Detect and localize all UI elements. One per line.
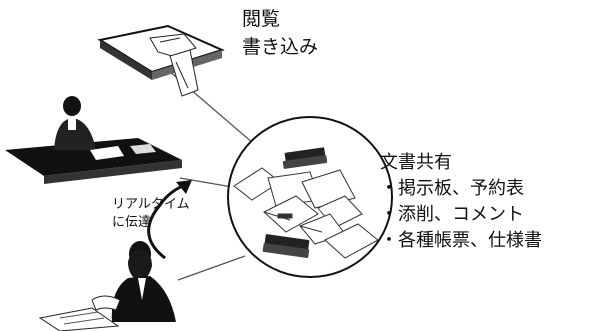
hand-icon [149, 33, 199, 97]
realtime-line-1: リアルタイム [112, 197, 190, 212]
realtime-label: リアルタイム に伝達 [112, 196, 190, 231]
woman-icon [38, 241, 176, 331]
binder-icon-top [282, 147, 328, 169]
document-sharing-item: ・掲示板、予約表 [380, 178, 524, 200]
document-sharing-label: 文書共有 ・掲示板、予約表 ・添削、コメント ・各種帳票、仕様書 [380, 150, 542, 254]
binder-icon-bottom [262, 234, 310, 259]
paper-icon-right [324, 223, 379, 259]
write-label: 書き込み [242, 35, 319, 58]
document-sharing-item: ・添削、コメント [380, 204, 524, 226]
laptop-icon [97, 24, 225, 97]
realtime-arrow [147, 180, 192, 260]
document-circle [227, 116, 393, 278]
document-sharing-item: ・各種帳票、仕様書 [380, 230, 542, 252]
meeting-icon [5, 96, 182, 184]
view-write-label: 閲覧 書き込み [242, 8, 318, 64]
document-sharing-title: 文書共有 [380, 152, 452, 173]
realtime-line-2: に伝達 [112, 214, 152, 230]
view-label: 閲覧 [242, 8, 281, 30]
connector-woman [177, 255, 246, 281]
